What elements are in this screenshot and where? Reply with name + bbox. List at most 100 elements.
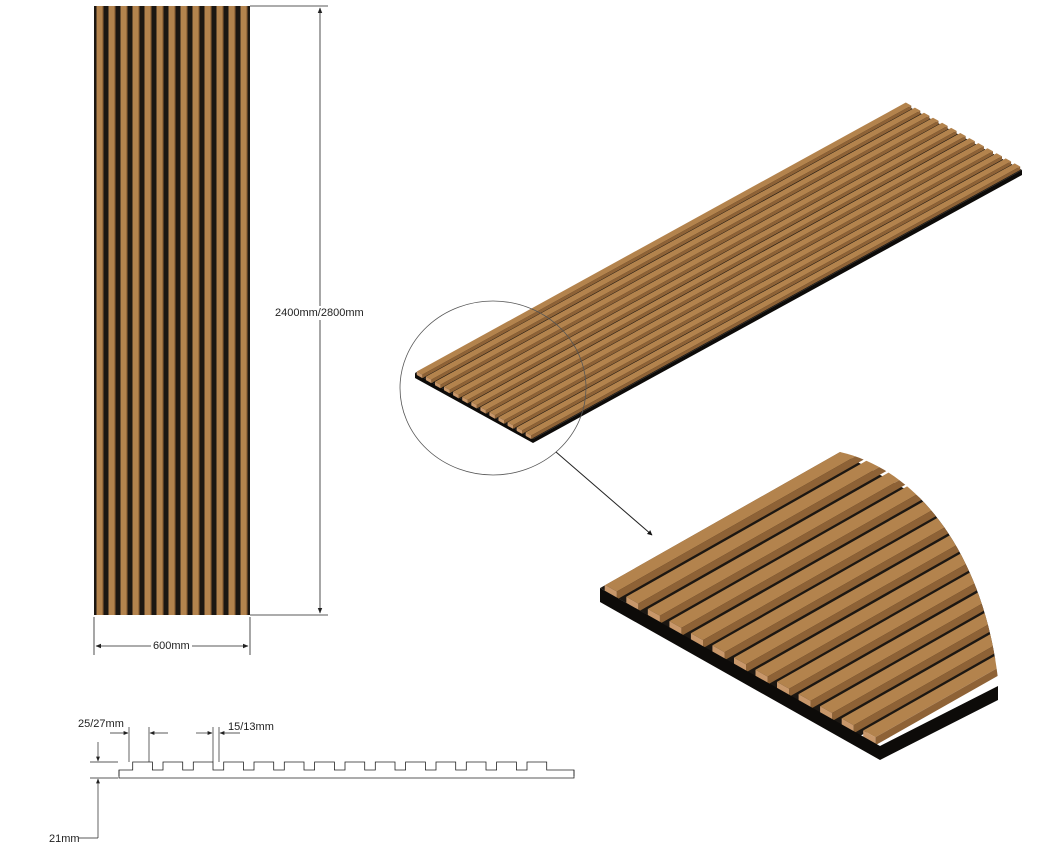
thickness-dimension — [78, 742, 118, 839]
iso-slat-top — [462, 127, 957, 400]
front-slat — [108, 6, 116, 615]
detail-circle — [399, 300, 587, 476]
front-view-panel — [94, 6, 250, 615]
iso-slat-top — [480, 138, 975, 411]
section-outline — [118, 761, 575, 779]
detail-slat-end — [626, 596, 639, 612]
iso-slat-top — [507, 153, 1002, 426]
detail-slat-top — [798, 452, 1000, 701]
iso-slat-end — [416, 371, 423, 379]
detail-slat-top — [777, 452, 1000, 689]
detail-slat-side — [616, 452, 1000, 600]
callout-arrow — [555, 451, 653, 536]
zoomed-detail — [600, 452, 1000, 760]
iso-slat-top — [489, 143, 984, 416]
front-slat-shade — [138, 6, 140, 615]
front-slat-shade — [114, 6, 116, 615]
iso-slat-end — [444, 386, 450, 394]
iso-slat-side — [476, 136, 966, 409]
iso-slat-side — [522, 161, 1012, 434]
detail-slat-top — [690, 452, 1000, 641]
front-slat — [192, 6, 200, 615]
front-slat — [96, 6, 104, 615]
front-slat — [120, 6, 128, 615]
pitch-label: 25/27mm — [78, 718, 124, 730]
front-slat-shade — [174, 6, 176, 615]
isometric-felt-front-edge — [415, 373, 533, 443]
iso-slat-end — [471, 402, 477, 409]
detail-slat-end — [690, 633, 703, 649]
cross-section-profile — [118, 761, 575, 779]
detail-slat-side — [703, 452, 1000, 649]
pitch-dimension — [110, 727, 168, 762]
iso-slat-top — [516, 158, 1012, 431]
detail-slat-top — [863, 472, 1000, 738]
iso-slat-end — [516, 427, 523, 434]
detail-slat-top — [820, 452, 1000, 713]
detail-slat-side — [810, 452, 1000, 709]
detail-slat-side — [638, 452, 1000, 612]
iso-slat-top — [444, 117, 939, 390]
front-slat — [180, 6, 188, 615]
front-slat — [228, 6, 236, 615]
front-slat — [156, 6, 164, 615]
iso-slat-top — [453, 122, 948, 395]
iso-slat-side — [422, 105, 912, 379]
iso-slat-end — [462, 396, 468, 404]
iso-slat-end — [498, 417, 504, 424]
iso-slat-end — [507, 422, 513, 429]
slat-width-label: 15/13mm — [228, 721, 274, 733]
detail-slat-top — [626, 452, 1000, 604]
iso-slat-top — [435, 112, 930, 385]
detail-slats — [604, 452, 1000, 746]
front-slat-shade — [102, 6, 104, 615]
iso-slat-end — [435, 381, 441, 389]
front-slat-shade — [186, 6, 188, 615]
iso-slat-side — [485, 141, 975, 414]
front-slat-shade — [234, 6, 236, 615]
front-slat-shade — [210, 6, 212, 615]
iso-slat-top — [416, 102, 912, 375]
detail-slat-side — [659, 452, 1000, 624]
detail-slat-side — [853, 466, 1000, 734]
iso-slat-end — [525, 432, 532, 439]
iso-slat-side — [467, 130, 957, 404]
detail-slat-end — [669, 621, 682, 636]
front-slat-shade — [150, 6, 152, 615]
detail-slat-side — [832, 454, 1000, 721]
detail-slat-side — [875, 478, 1000, 746]
isometric-felt-side-edge — [533, 170, 1022, 443]
isometric-slats — [416, 102, 1021, 439]
iso-slat-top — [425, 107, 921, 380]
front-slat-shade — [246, 6, 248, 615]
iso-slat-side — [440, 115, 930, 389]
slat-width-dimension — [196, 727, 240, 762]
iso-slat-top — [471, 133, 966, 405]
detail-slat-end — [863, 730, 876, 746]
front-slat-shade — [126, 6, 128, 615]
iso-slat-top — [498, 148, 993, 421]
front-view-slats — [96, 6, 248, 615]
detail-slat-side — [789, 452, 1000, 697]
detail-slat-side — [681, 452, 1000, 636]
iso-slat-end — [425, 376, 432, 384]
isometric-panel — [415, 102, 1022, 443]
front-slat — [216, 6, 224, 615]
detail-slat-top — [604, 452, 1000, 592]
height-label: 2400mm/2800mm — [273, 306, 366, 320]
iso-slat-side — [494, 146, 984, 419]
width-label: 600mm — [151, 639, 192, 653]
detail-felt-front-edge — [600, 588, 880, 760]
iso-slat-side — [531, 166, 1021, 439]
iso-slat-side — [431, 110, 921, 384]
detail-slat-top — [647, 452, 1000, 616]
iso-slat-top — [525, 163, 1021, 436]
iso-slat-end — [480, 407, 486, 414]
thickness-label: 21mm — [49, 833, 80, 845]
front-slat — [204, 6, 212, 615]
front-slat — [132, 6, 140, 615]
iso-slat-end — [489, 412, 495, 419]
iso-slat-side — [458, 125, 948, 399]
iso-slat-end — [453, 391, 459, 399]
